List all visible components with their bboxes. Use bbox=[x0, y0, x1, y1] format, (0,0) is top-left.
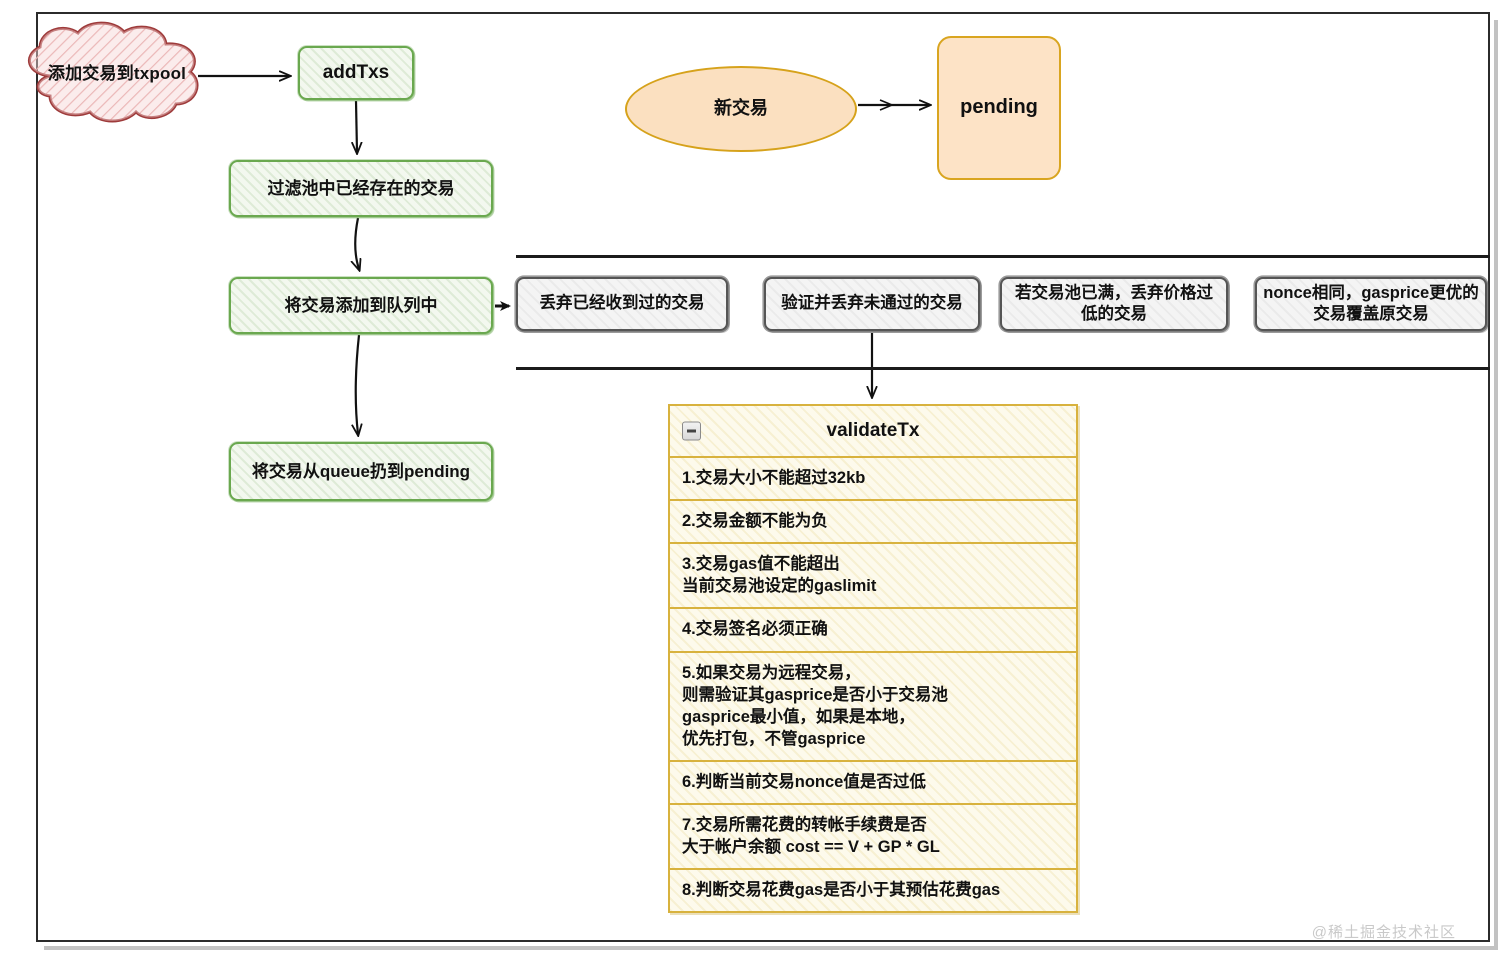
watermark: @稀土掘金技术社区 bbox=[1311, 924, 1456, 941]
separator-line-bottom bbox=[516, 367, 1490, 370]
validate-rule-8: 8.判断交易花费gas是否小于其预估花费gas bbox=[682, 881, 1001, 900]
validate-rule-5: 5.如果交易为远程交易， 则需验证其gasprice是否小于交易池 gaspri… bbox=[670, 653, 1076, 762]
node-addtxs-label: addTxs bbox=[322, 61, 390, 83]
node-filter-existing-tx[interactable]: 过滤池中已经存在的交易 bbox=[229, 160, 493, 217]
validate-tx-header: validateTx bbox=[670, 406, 1076, 458]
node-pending-label: pending bbox=[960, 96, 1038, 119]
validate-rule-4: 4.交易签名必须正确 bbox=[670, 609, 1076, 653]
check-box-same-nonce-replace[interactable]: nonce相同，gasprice更优的交易覆盖原交易 bbox=[1255, 277, 1487, 331]
check-box-4-label: nonce相同，gasprice更优的交易覆盖原交易 bbox=[1263, 283, 1479, 323]
cloud-label: 添加交易到txpool bbox=[47, 64, 187, 84]
separator-line-top bbox=[516, 255, 1490, 258]
node-queue-label: 将交易添加到队列中 bbox=[284, 295, 438, 315]
minus-icon[interactable] bbox=[682, 421, 701, 441]
check-box-discard-received[interactable]: 丢弃已经收到过的交易 bbox=[516, 277, 728, 331]
node-addtxs[interactable]: addTxs bbox=[298, 46, 414, 100]
node-queue-to-pending[interactable]: 将交易从queue扔到pending bbox=[229, 442, 493, 501]
node-pendingmove-label: 将交易从queue扔到pending bbox=[251, 461, 471, 481]
validate-rule-1: 1.交易大小不能超过32kb bbox=[670, 458, 1076, 502]
validate-tx-panel: validateTx 1.交易大小不能超过32kb 2.交易金额不能为负 3.交… bbox=[668, 404, 1078, 914]
check-box-1-label: 丢弃已经收到过的交易 bbox=[539, 294, 705, 313]
check-box-2-label: 验证并丢弃未通过的交易 bbox=[781, 294, 963, 313]
validate-tx-title: validateTx bbox=[826, 420, 920, 441]
validate-rule-2: 2.交易金额不能为负 bbox=[670, 501, 1076, 545]
node-filter-label: 过滤池中已经存在的交易 bbox=[267, 178, 455, 198]
validate-rule-6: 6.判断当前交易nonce值是否过低 bbox=[670, 762, 1076, 806]
cloud-shape bbox=[27, 21, 199, 123]
check-box-3-label: 若交易池已满，丢弃价格过低的交易 bbox=[1015, 283, 1213, 323]
validate-rule-7: 7.交易所需花费的转帐手续费是否 大于帐户余额 cost == V + GP *… bbox=[670, 805, 1076, 871]
check-box-validate-discard-failed[interactable]: 验证并丢弃未通过的交易 bbox=[764, 277, 980, 331]
node-pending[interactable]: pending bbox=[937, 36, 1061, 180]
node-add-tx-to-queue[interactable]: 将交易添加到队列中 bbox=[229, 277, 493, 334]
check-box-pool-full-discard-low-price[interactable]: 若交易池已满，丢弃价格过低的交易 bbox=[1000, 277, 1228, 331]
node-new-transaction-label: 新交易 bbox=[714, 98, 768, 119]
validate-rule-3: 3.交易gas值不能超出 当前交易池设定的gaslimit bbox=[670, 544, 1076, 610]
cloud-add-tx-to-txpool: 添加交易到txpool bbox=[8, 18, 226, 130]
node-new-transaction[interactable]: 新交易 bbox=[625, 66, 857, 152]
